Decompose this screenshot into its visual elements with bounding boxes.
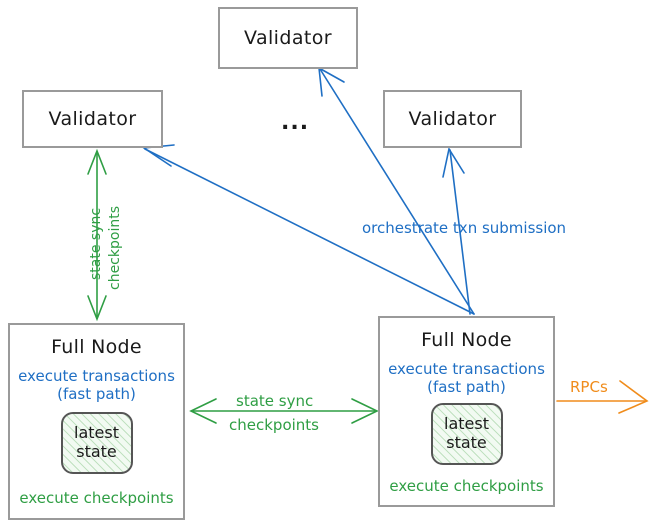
validator-left-label: Validator bbox=[48, 108, 137, 130]
vertical-state-sync-label: state sync bbox=[88, 207, 104, 280]
full-node-left-title: Full Node bbox=[51, 336, 142, 358]
middle-state-sync-label: state sync bbox=[236, 392, 314, 410]
validator-right-box[interactable]: Validator bbox=[383, 90, 522, 148]
full-node-left-checkpoints: execute checkpoints bbox=[19, 488, 174, 507]
full-node-right-state-box: latest state bbox=[430, 402, 503, 465]
validator-left-box[interactable]: Validator bbox=[22, 90, 163, 148]
full-node-right-state-line-2: state bbox=[446, 432, 487, 452]
full-node-right-fast-path: execute transactions (fast path) bbox=[388, 360, 545, 397]
validators-ellipsis: ... bbox=[281, 110, 310, 135]
full-node-right-box[interactable]: Full Node execute transactions (fast pat… bbox=[378, 316, 555, 507]
full-node-left-state-line-2: state bbox=[76, 441, 117, 461]
orchestrate-txn-submission-label: orchestrate txn submission bbox=[362, 219, 567, 237]
middle-checkpoints-label: checkpoints bbox=[229, 416, 319, 434]
validator-right-label: Validator bbox=[408, 108, 497, 130]
full-node-right-title: Full Node bbox=[421, 329, 512, 351]
validator-top-box[interactable]: Validator bbox=[218, 7, 358, 69]
full-node-left-fast-path: execute transactions (fast path) bbox=[18, 367, 175, 404]
vertical-checkpoints-label: checkpoints bbox=[107, 206, 123, 290]
full-node-left-state-line-1: latest bbox=[74, 422, 119, 442]
full-node-right-state-line-1: latest bbox=[444, 413, 489, 433]
full-node-right-checkpoints: execute checkpoints bbox=[389, 476, 544, 495]
full-node-left-state-box: latest state bbox=[60, 411, 133, 474]
validator-top-label: Validator bbox=[244, 27, 332, 49]
rpcs-label: RPCs bbox=[570, 378, 608, 396]
full-node-left-box[interactable]: Full Node execute transactions (fast pat… bbox=[8, 323, 185, 520]
